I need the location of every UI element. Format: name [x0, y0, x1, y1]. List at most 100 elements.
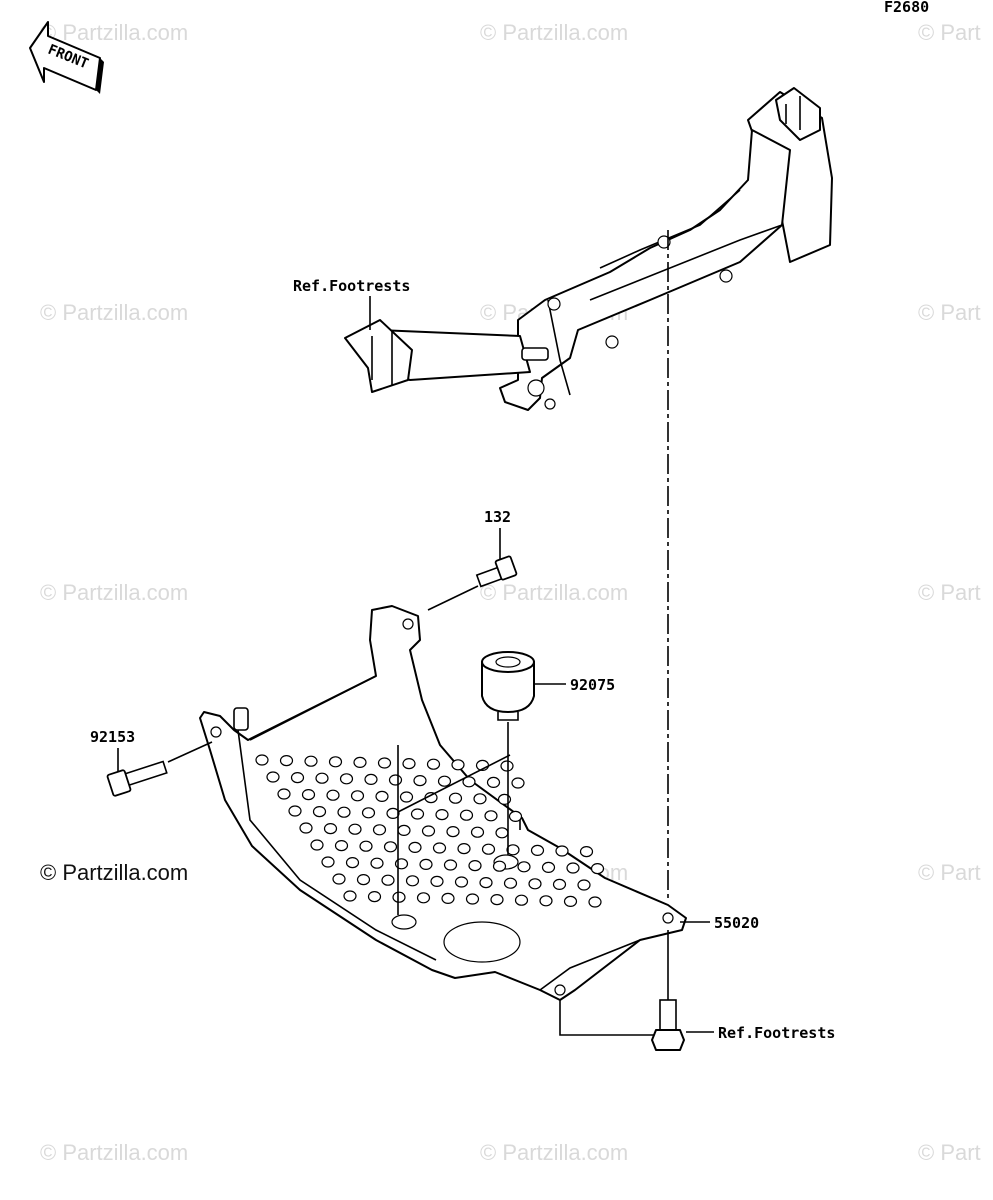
perforation-hole [301, 788, 316, 801]
perforation-hole [367, 890, 382, 903]
perforation-hole [441, 892, 455, 905]
perforation-hole [312, 805, 327, 818]
perforation-hole [345, 856, 360, 869]
perforation-hole [566, 862, 580, 874]
callout-92153: 92153 [90, 728, 135, 746]
watermark: © Partzilla.com [40, 1140, 188, 1165]
perforation-hole [377, 757, 392, 769]
perforation-hole [299, 822, 313, 834]
perforation-hole [500, 760, 514, 772]
perforation-hole [288, 805, 302, 817]
perforation-hole [421, 825, 436, 837]
perforation-hole [552, 878, 567, 891]
callout-132: 132 [484, 508, 511, 526]
skid-plate [199, 605, 687, 1036]
perforation-hole [326, 789, 340, 801]
perforation-hole [443, 859, 458, 871]
perforation-hole [402, 757, 416, 770]
perforation-hole [277, 788, 291, 800]
perforation-hole [508, 810, 523, 823]
perforation-hole [473, 793, 487, 805]
perforation-hole [255, 754, 269, 766]
copyright-notice: © Partzilla.com [40, 860, 188, 885]
perforation-hole [381, 874, 395, 886]
watermark: © Partzilla.com [40, 20, 188, 45]
perforation-hole [383, 841, 398, 853]
callout-ref-footrests-top: Ref.Footrests [293, 277, 410, 295]
perforation-hole [304, 755, 318, 767]
perforation-hole [321, 856, 335, 868]
perforation-hole [517, 861, 531, 873]
perforation-hole [359, 840, 373, 852]
perforation-hole [539, 895, 553, 907]
perforation-hole [388, 774, 403, 786]
perforation-hole [361, 807, 376, 819]
perforation-hole [506, 844, 520, 856]
perforation-hole [328, 756, 343, 768]
perforation-hole [348, 823, 362, 835]
perforation-hole [375, 790, 389, 803]
perforation-hole [579, 845, 594, 858]
watermark: © Partzilla.com [480, 1140, 628, 1165]
perforation-hole [290, 771, 305, 784]
perforation-hole [588, 896, 602, 908]
perforation-hole [426, 758, 441, 770]
perforation-hole [353, 756, 367, 769]
watermark-partial: © Part [918, 300, 981, 325]
perforation-hole [446, 825, 460, 838]
perforation-hole [511, 777, 525, 789]
perforation-hole [486, 776, 501, 789]
perforation-hole [468, 859, 482, 872]
perforation-hole [430, 875, 444, 888]
perforation-hole [435, 808, 449, 821]
perforation-hole [410, 808, 425, 820]
bolt-132 [475, 555, 518, 588]
perforation-hole [454, 876, 469, 888]
perforation-hole [528, 878, 542, 890]
perforation-hole [279, 754, 294, 767]
perforation-hole [413, 774, 427, 787]
perforation-hole [448, 792, 463, 804]
perforation-hole [563, 895, 578, 908]
perforation-hole [350, 790, 365, 802]
perforation-hole [481, 843, 496, 855]
perforation-hole [457, 842, 471, 855]
leader-lines [117, 230, 714, 1033]
perforation-hole [432, 842, 447, 854]
bolt-ref-footrests [651, 999, 685, 1051]
perforation-hole [397, 824, 411, 837]
perforation-hole [437, 775, 452, 787]
footrest-bracket [344, 87, 833, 411]
watermark-layer: © Partzilla.com © Partzilla.com © Part ©… [40, 20, 981, 1165]
perforation-hole [370, 857, 384, 869]
perforation-hole [490, 893, 504, 906]
perforation-hole [541, 861, 556, 874]
perforation-hole [339, 773, 354, 785]
perforation-hole [392, 891, 406, 903]
watermark: © Partzilla.com [40, 300, 188, 325]
perforation-hole [419, 858, 433, 871]
perforation-hole [479, 876, 493, 889]
perforation-hole [266, 771, 280, 783]
perforation-hole [372, 824, 387, 836]
perforation-hole [323, 822, 338, 835]
callout-ref-footrests-bottom: Ref.Footrests [718, 1024, 835, 1042]
front-arrow-icon: FRONT [29, 21, 104, 94]
perforation-hole [416, 892, 431, 904]
perforation-hole [503, 877, 518, 889]
perforation-hole [356, 873, 371, 886]
perforation-hole [334, 839, 349, 852]
perforation-hole [495, 827, 509, 839]
perforation-hole [408, 841, 422, 854]
perforation-hole [492, 860, 507, 872]
perforation-hole [459, 809, 474, 821]
watermark-partial: © Part [918, 1140, 981, 1165]
perforation-hole [332, 873, 346, 885]
figure-code: F2680 [884, 0, 929, 16]
callout-55020: 55020 [714, 914, 759, 932]
watermark-partial: © Part [918, 860, 981, 885]
perforation-hole [386, 807, 400, 820]
watermark: © Partzilla.com [480, 580, 628, 605]
watermark: © Partzilla.com [40, 580, 188, 605]
